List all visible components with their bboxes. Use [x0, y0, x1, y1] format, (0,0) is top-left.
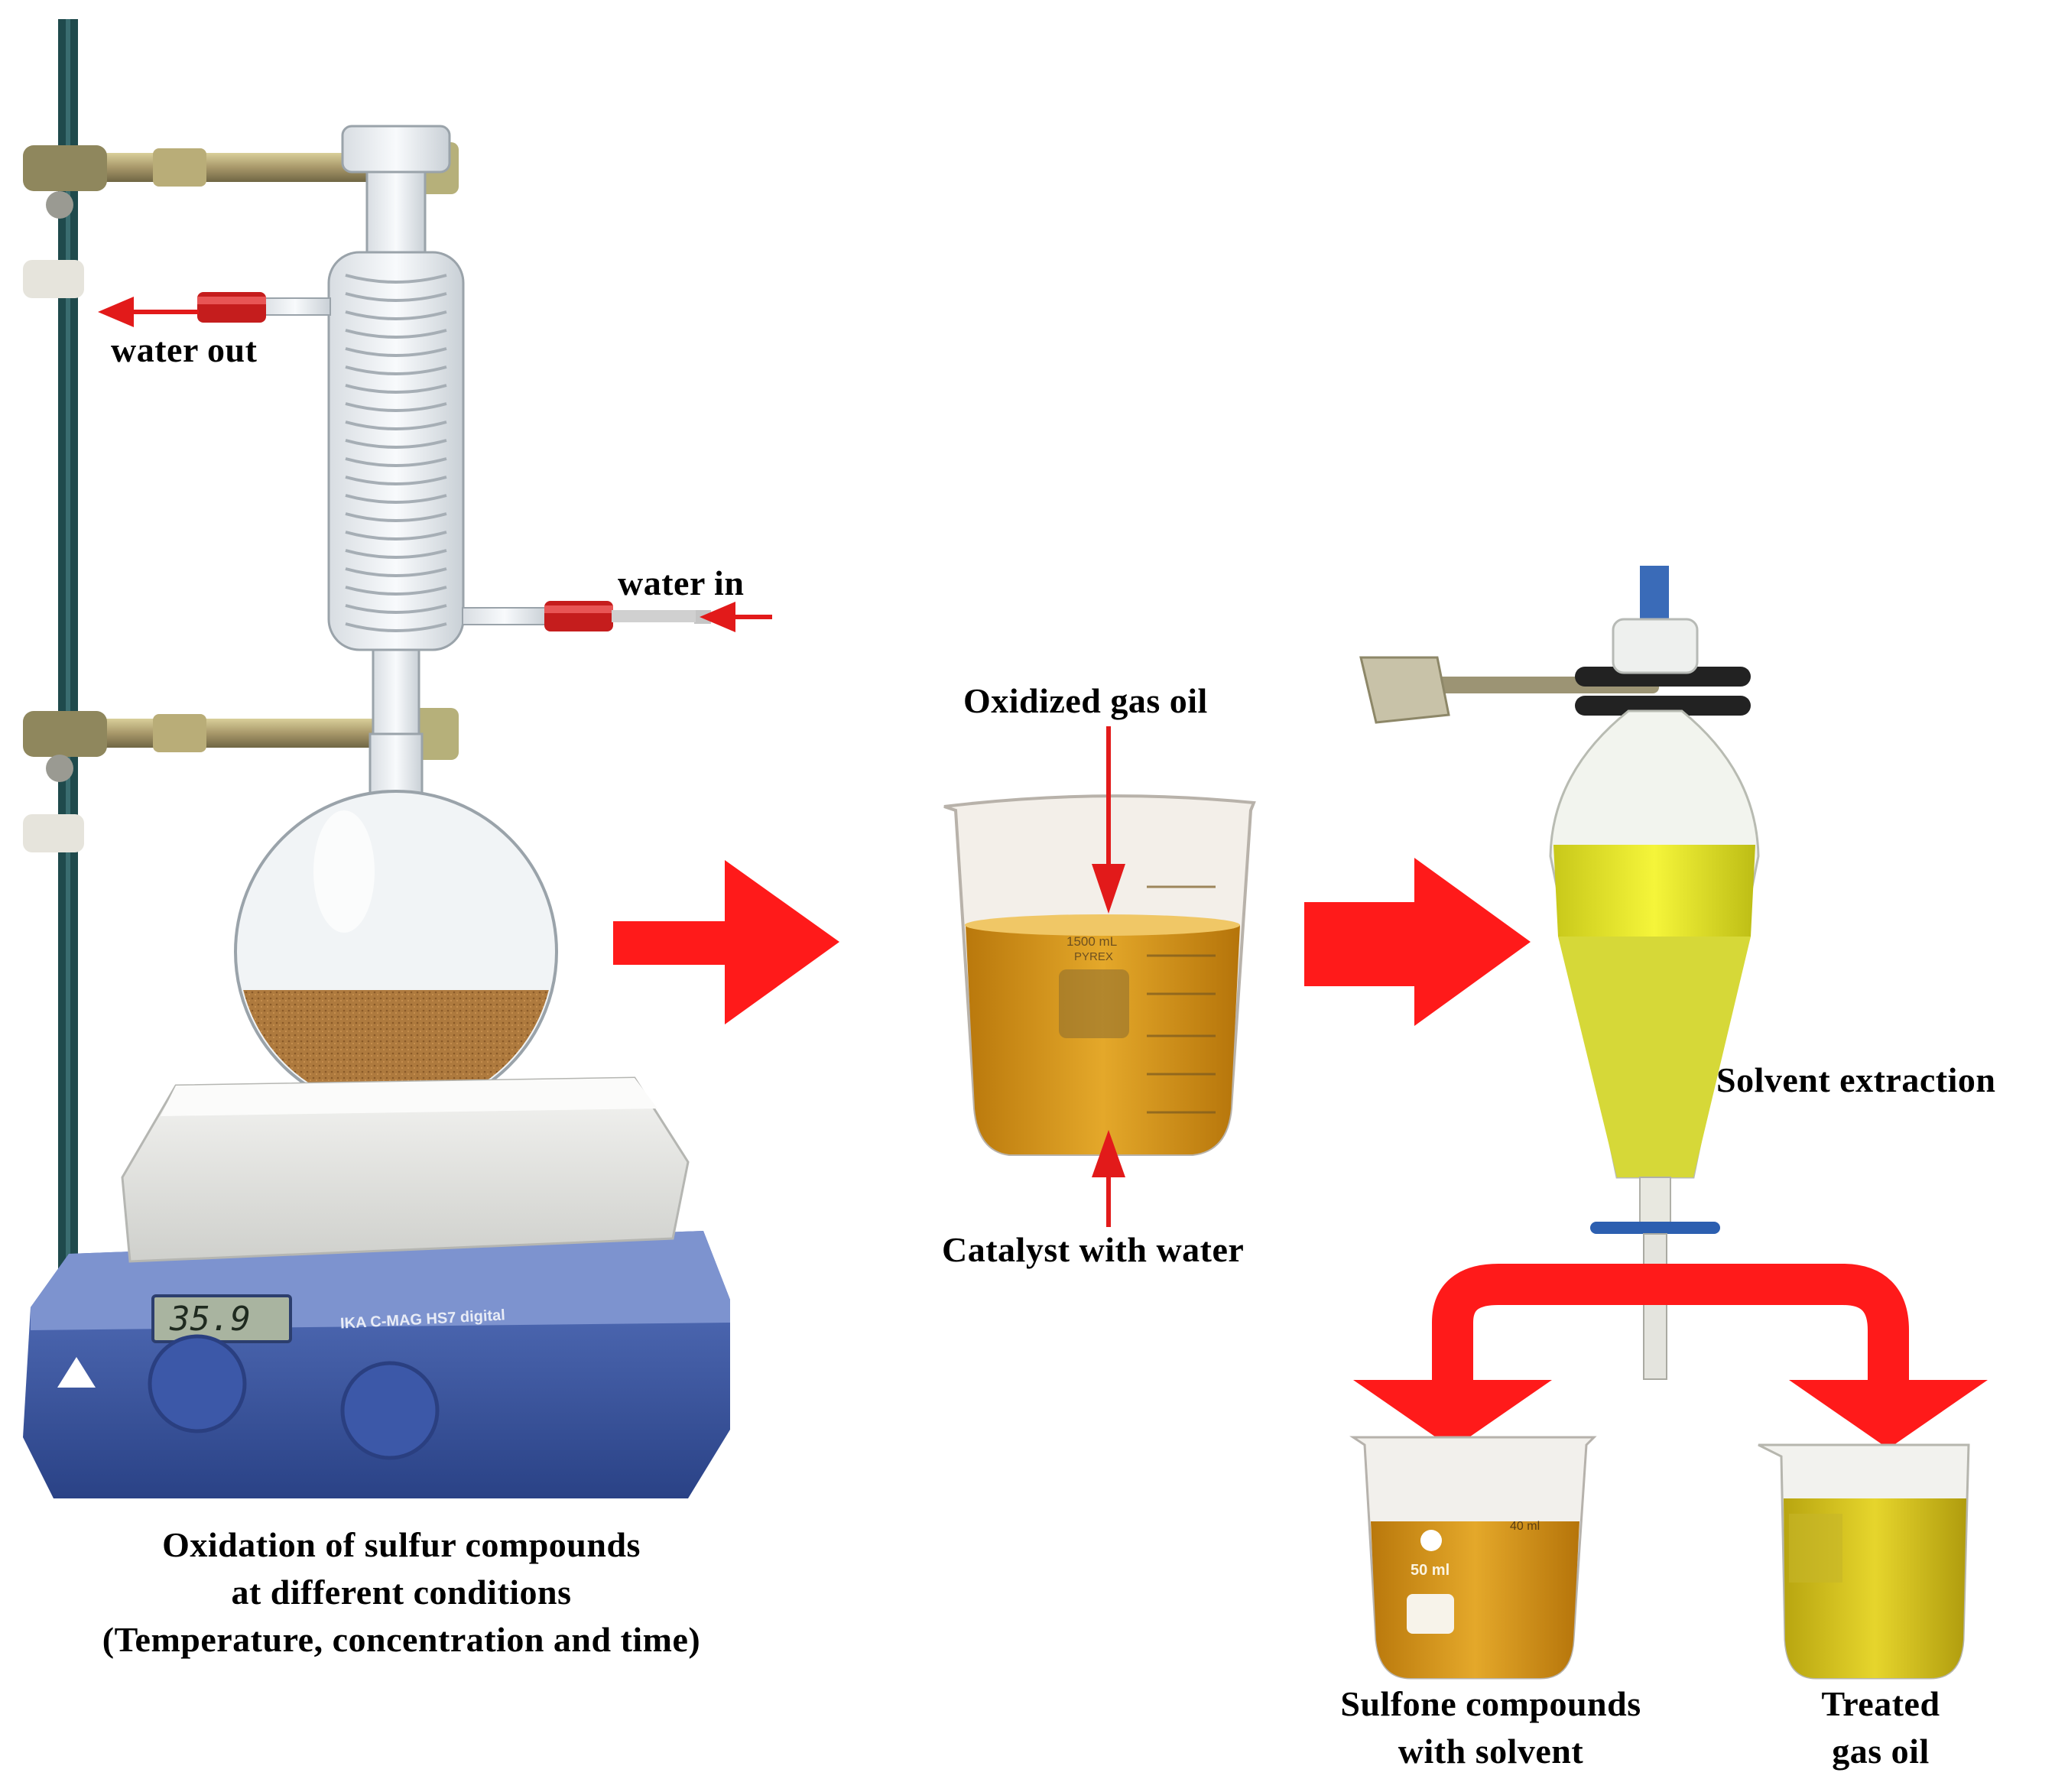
sulfone-caption-line-1: Sulfone compounds	[1340, 1684, 1641, 1723]
condenser-coil	[345, 274, 447, 632]
small-beaker-marking: 50 ml	[1411, 1562, 1450, 1579]
water-in-label: water in	[618, 563, 745, 602]
oxidized-gas-oil-arrow	[1092, 726, 1125, 914]
sulfone-beaker	[1349, 1436, 1597, 1680]
beaker-volume-marking: 1500 mL	[1066, 934, 1118, 949]
treated-gas-oil-caption: Treated gas oil	[1758, 1680, 2003, 1775]
separatory-funnel	[1549, 566, 1760, 1380]
oxidation-caption-line-2: at different conditions	[231, 1573, 572, 1612]
split-arrow	[1353, 1264, 1988, 1449]
main-beaker	[943, 794, 1256, 1156]
treated-caption-line-1: Treated	[1821, 1684, 1940, 1723]
round-bottom-flask	[234, 732, 558, 1114]
funnel-lower-liquid	[1558, 937, 1751, 1177]
sulfone-caption-line-2: with solvent	[1398, 1732, 1584, 1771]
coil-condenser	[259, 125, 711, 751]
funnel-upper-liquid	[1553, 845, 1755, 937]
oxidation-caption: Oxidation of sulfur compounds at differe…	[15, 1521, 787, 1664]
beaker-brand-marking: PYREX	[1074, 950, 1113, 963]
catalyst-with-water-label: Catalyst with water	[942, 1230, 1245, 1269]
retort-stand-rod	[58, 19, 78, 1326]
sulfone-compounds-caption: Sulfone compounds with solvent	[1292, 1680, 1690, 1775]
oxidized-gas-oil-label: Oxidized gas oil	[963, 681, 1208, 720]
process-arrow-2	[1304, 858, 1531, 1026]
magnetic-stirrer-hotplate	[23, 1076, 730, 1498]
separatory-funnel-clamp	[1359, 656, 1751, 724]
right-control-knob	[340, 1361, 440, 1460]
left-control-knob	[148, 1334, 247, 1433]
solvent-extraction-label: Solvent extraction	[1716, 1060, 1996, 1099]
water-out-label: water out	[111, 330, 258, 369]
small-beaker-max-marking: 40 ml	[1510, 1520, 1540, 1533]
gas-oil-liquid	[966, 925, 1240, 1154]
process-arrow-1	[613, 860, 839, 1024]
temperature-readout: 35.9	[170, 1300, 251, 1339]
water-out-arrow	[98, 297, 199, 327]
treated-caption-line-2: gas oil	[1832, 1732, 1930, 1771]
oxidation-caption-line-3: (Temperature, concentration and time)	[102, 1620, 701, 1659]
water-in-arrow	[700, 602, 772, 632]
oxidation-caption-line-1: Oxidation of sulfur compounds	[162, 1525, 641, 1564]
water-in-connector	[544, 601, 696, 631]
treated-gas-oil-beaker	[1758, 1443, 1970, 1680]
catalyst-arrow	[1092, 1130, 1125, 1227]
lower-clamp	[23, 708, 459, 852]
water-out-connector	[197, 292, 266, 323]
